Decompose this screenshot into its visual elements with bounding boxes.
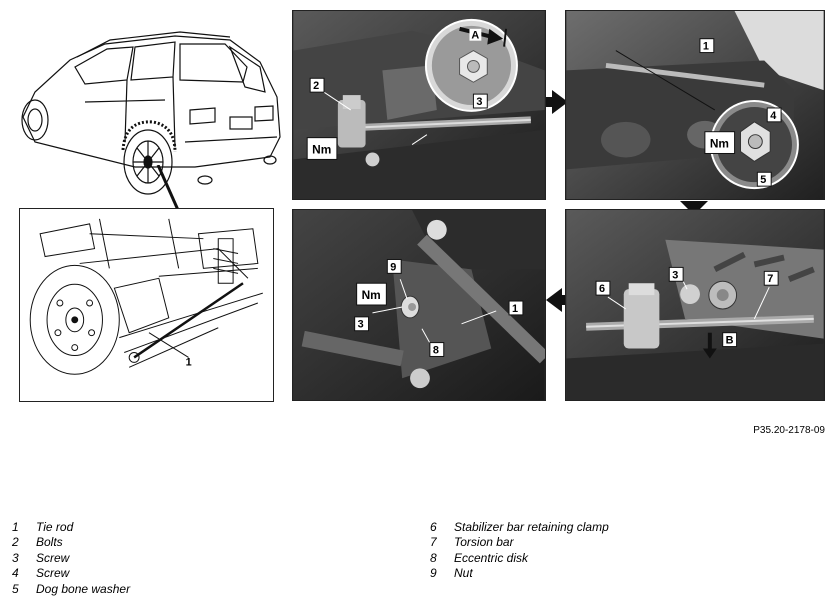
marker-A: A — [471, 30, 479, 42]
legend-label: Eccentric disk — [454, 550, 529, 565]
flow-arrow-right-stem — [546, 97, 552, 107]
callout-screw-4: 4 — [770, 110, 776, 122]
legend-num: 3 — [12, 550, 19, 565]
leader-line — [156, 165, 180, 211]
callout-eccentric: 8 — [433, 344, 439, 356]
legend-label: Bolts — [36, 535, 63, 550]
callout-torsion-bar: 7 — [767, 273, 773, 285]
legend-label: Stabilizer bar retaining clamp — [454, 519, 609, 534]
flow-arrow-right-icon — [552, 90, 568, 114]
torque-label: Nm — [362, 288, 381, 302]
photo-panel-clamp: 6 3 7 B — [565, 209, 825, 401]
bolts-photo: 2 3 A Nm — [293, 11, 545, 199]
legend-label: Screw — [36, 566, 70, 581]
legend-item: 7 Torsion bar — [430, 535, 609, 551]
photo-panel-washer: 1 4 5 Nm — [565, 10, 825, 200]
suv-illustration — [21, 31, 281, 195]
flow-arrow-left-stem — [562, 295, 566, 305]
rear-axle-detail-drawing: 1 — [19, 208, 274, 402]
legend-num: 4 — [12, 566, 19, 581]
legend-item: 2 Bolts — [12, 535, 130, 551]
legend-num: 9 — [430, 566, 437, 581]
callout-screw-3: 3 — [358, 319, 364, 331]
clamp-photo: 6 3 7 B — [566, 210, 824, 400]
rear-axle-illustration: 1 — [29, 218, 263, 375]
callout-tie-rod: 1 — [186, 356, 192, 368]
callout-nut: 9 — [390, 261, 396, 273]
legend-num: 5 — [12, 581, 19, 596]
legend-num: 1 — [12, 519, 19, 534]
washer-photo: 1 4 5 Nm — [566, 11, 824, 199]
legend-item: 8 Eccentric disk — [430, 550, 609, 566]
photo-panel-bolts: 2 3 A Nm — [292, 10, 546, 200]
legend-num: 6 — [430, 519, 437, 534]
legend-num: 7 — [430, 535, 437, 550]
torque-label: Nm — [312, 142, 331, 156]
legend-item: 5 Dog bone washer — [12, 581, 130, 597]
legend-item: 1 Tie rod — [12, 519, 130, 535]
photo-panel-eccentric: 9 3 8 1 Nm — [292, 209, 546, 401]
callout-clamp: 6 — [599, 283, 605, 295]
legend-num: 8 — [430, 550, 437, 565]
flow-arrow-left-icon — [546, 288, 562, 312]
vehicle-overview-drawing — [15, 22, 285, 197]
callout-screw-top: 3 — [476, 96, 482, 108]
callout-bolts: 2 — [313, 80, 319, 92]
legend-label: Dog bone washer — [36, 581, 131, 596]
legend-num: 2 — [12, 535, 19, 550]
marker-B: B — [726, 335, 734, 347]
legend-item: 4 Screw — [12, 566, 130, 582]
callout-tie-rod-top: 1 — [703, 41, 709, 53]
legend-item: 3 Screw — [12, 550, 130, 566]
legend-label: Torsion bar — [454, 535, 514, 550]
eccentric-photo: 9 3 8 1 Nm — [293, 210, 545, 400]
legend-item: 9 Nut — [430, 566, 609, 582]
callout-tie-rod-bottom: 1 — [512, 303, 518, 315]
legend-right: 6 Stabilizer bar retaining clamp 7 Torsion… — [430, 519, 609, 581]
figure-id: P35.20-2178-09 — [753, 425, 825, 436]
legend-label: Nut — [454, 566, 473, 581]
legend-item: 6 Stabilizer bar retaining clamp — [430, 519, 609, 535]
torque-label: Nm — [710, 137, 729, 151]
callout-washer: 5 — [760, 174, 766, 186]
legend-label: Screw — [36, 550, 70, 565]
legend-label: Tie rod — [36, 519, 74, 534]
callout-screw-3b: 3 — [672, 269, 678, 281]
